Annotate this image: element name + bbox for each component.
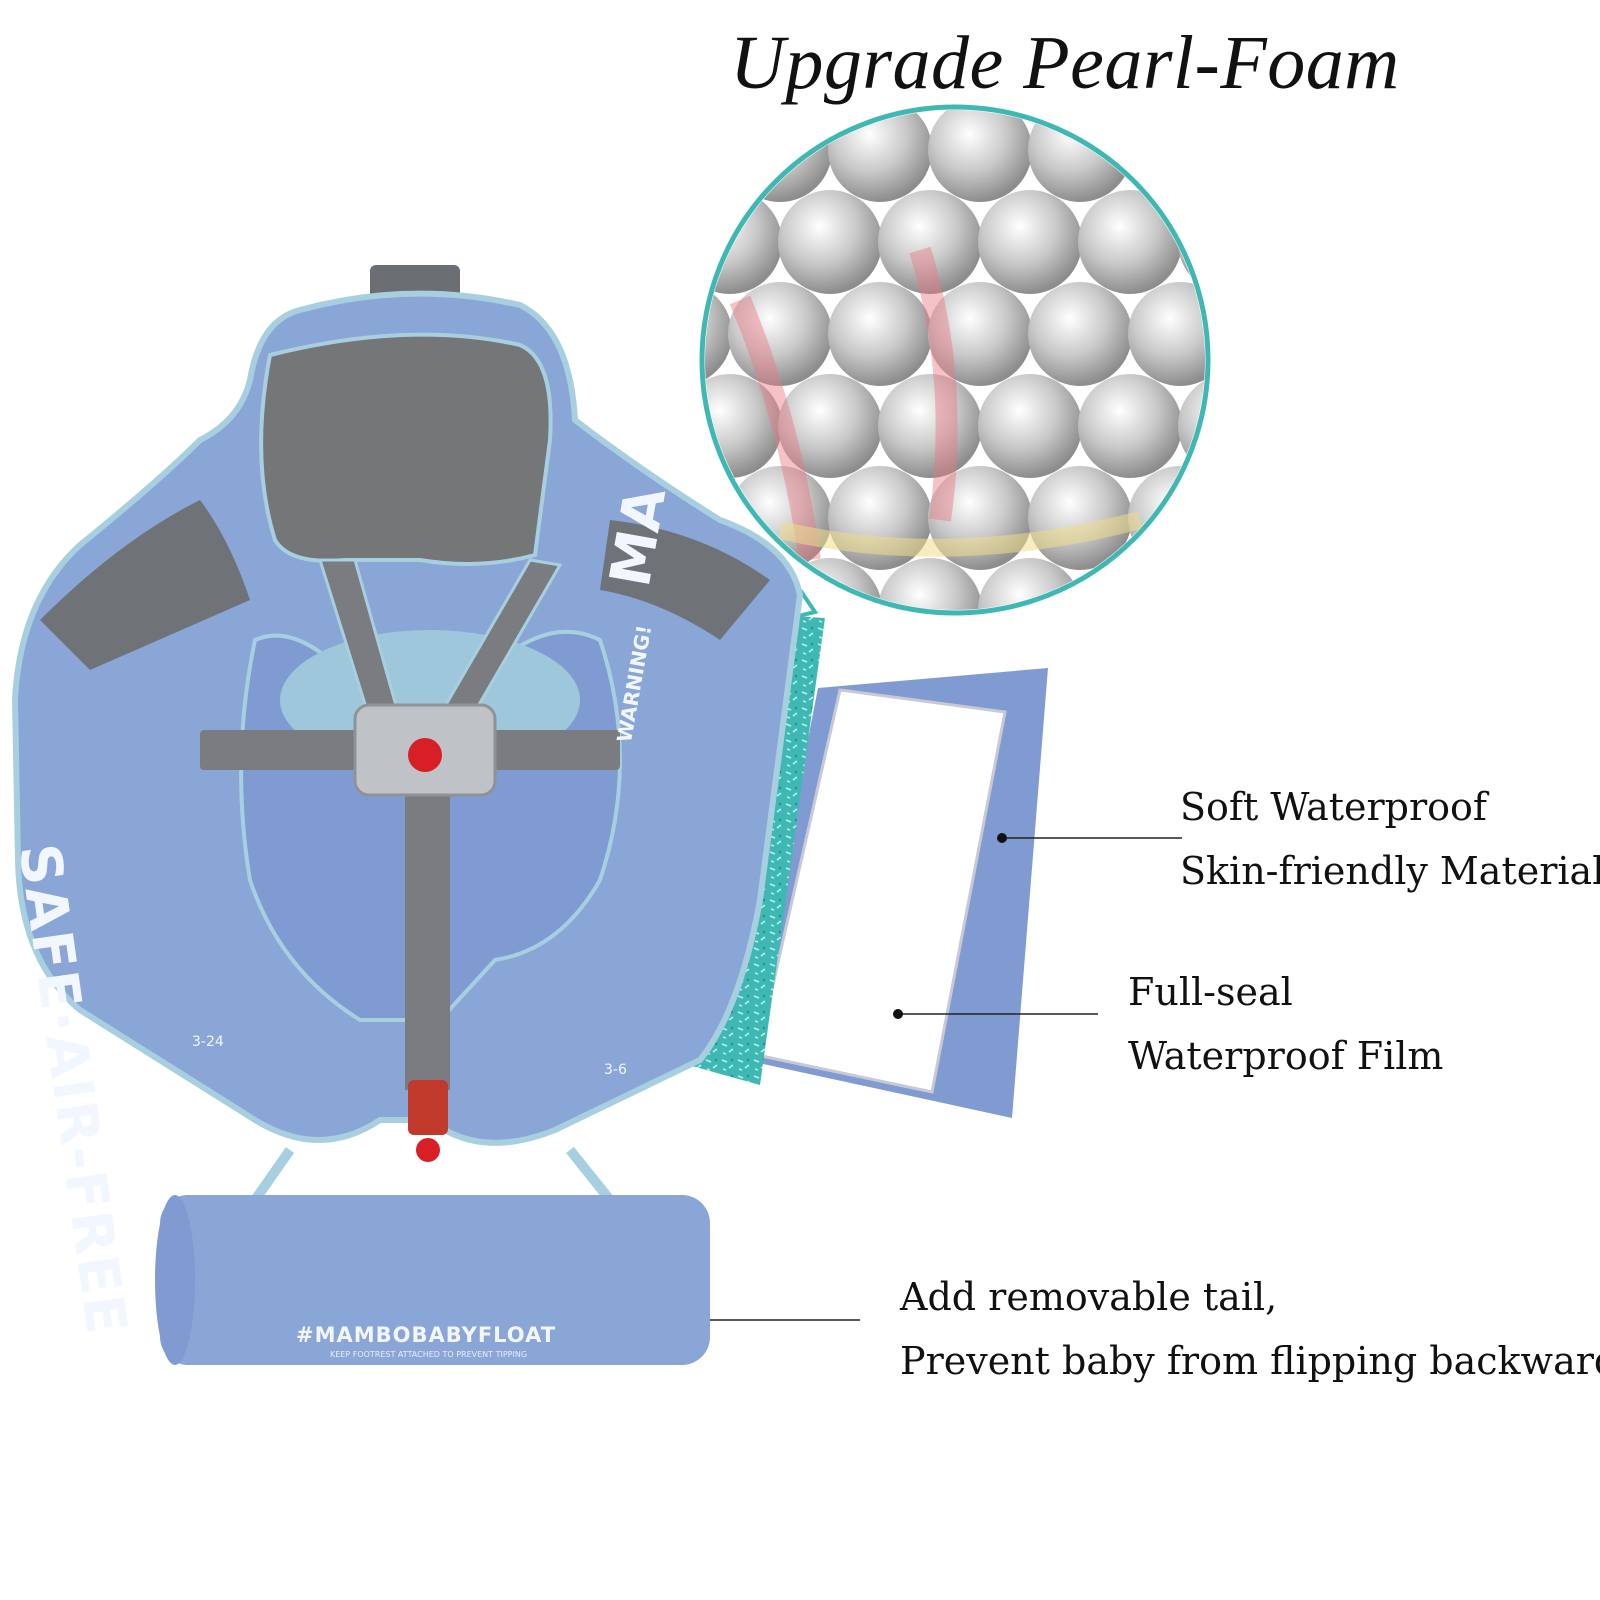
callout-tail-line1: Add removable tail, — [900, 1275, 1278, 1319]
callout-film-line1: Full-seal — [1128, 970, 1293, 1014]
pearl-foam-ball — [705, 282, 732, 386]
callout-film: Full-seal Waterproof Film — [1128, 960, 1443, 1088]
pearl-foam-ball — [1078, 190, 1182, 294]
swim-float — [11, 265, 804, 1162]
pearl-foam-ball — [1178, 558, 1205, 610]
pearl-foam-ball — [878, 374, 982, 478]
waterproof-film-layer — [745, 668, 1048, 1118]
callout-material-line2: Skin-friendly Material — [1180, 849, 1600, 893]
pearl-foam-ball — [1028, 110, 1132, 202]
callout-material-line1: Soft Waterproof — [1180, 785, 1487, 829]
callout-film-line2: Waterproof Film — [1128, 1034, 1444, 1078]
tail-warning-print: KEEP FOOTREST ATTACHED TO PREVENT TIPPIN… — [330, 1350, 528, 1359]
pearl-foam-ball — [705, 374, 782, 478]
pearl-foam-ball — [705, 110, 732, 202]
pearl-foam-ball — [828, 282, 932, 386]
airflow-arrow — [777, 511, 1143, 557]
pearl-foam-ball — [778, 374, 882, 478]
callout-tail-line2: Prevent baby from flipping backward — [900, 1339, 1600, 1383]
removable-tail — [155, 1146, 710, 1365]
pearl-foam-ball — [928, 282, 1032, 386]
pearl-foam-ball — [778, 190, 882, 294]
age-badge-left: 3-24 — [192, 1034, 224, 1050]
pearl-foam-ball — [978, 558, 1082, 610]
pearl-foam-ball — [1178, 374, 1205, 478]
pearl-foam-ball — [1128, 110, 1205, 202]
callout-tail: Add removable tail, Prevent baby from fl… — [900, 1265, 1600, 1393]
tail-brand-print: #MAMBOBABYFLOAT — [296, 1323, 557, 1347]
pearl-foam-ball — [828, 110, 932, 202]
callout-material: Soft Waterproof Skin-friendly Material — [1180, 775, 1600, 903]
pearl-foam-ball — [1128, 466, 1205, 570]
age-badge-right: 3-6 — [604, 1062, 627, 1078]
pearl-foam-ball — [728, 282, 832, 386]
pearl-foam-ball — [978, 190, 1082, 294]
page-title: Upgrade Pearl-Foam — [730, 21, 1400, 105]
pearl-foam-ball — [1028, 282, 1132, 386]
pearl-foam-ball — [928, 110, 1032, 202]
pearl-foam-ball — [1128, 282, 1205, 386]
pearl-foam-ball — [878, 558, 982, 610]
airflow-arrow — [729, 295, 821, 562]
pearl-foam-ball — [978, 374, 1082, 478]
pearl-foam-ball — [1078, 374, 1182, 478]
airflow-arrow — [909, 246, 958, 522]
pearl-foam-ball — [878, 190, 982, 294]
